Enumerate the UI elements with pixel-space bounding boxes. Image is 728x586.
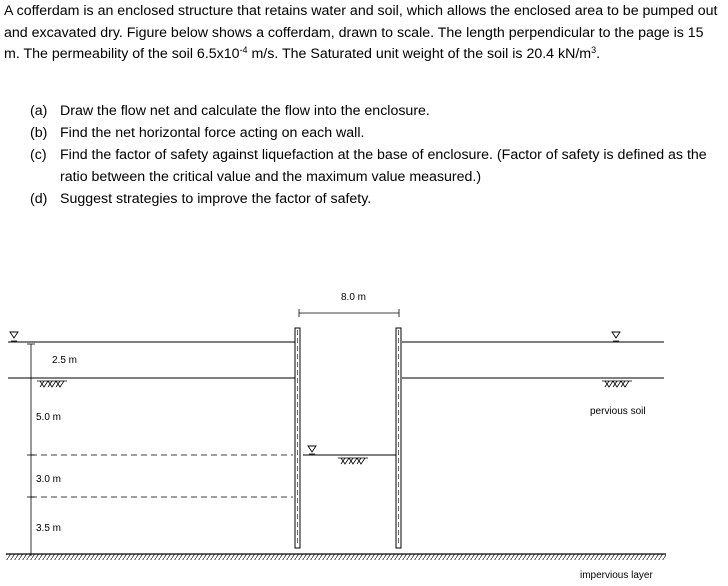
soil-label: pervious soil (590, 406, 646, 417)
base-label: impervious layer (580, 570, 653, 581)
intro-text-1: A cofferdam is an enclosed structure tha… (4, 3, 718, 62)
question-text: Draw the flow net and calculate the flow… (60, 103, 430, 119)
dim-label-water-depth: 2.5 m (52, 355, 77, 366)
left-sheet-pile (294, 327, 301, 549)
problem-statement: A cofferdam is an enclosed structure tha… (4, 1, 720, 66)
question-list: (a) Draw the flow net and calculate the f… (30, 100, 724, 210)
unit-exponent: 3 (591, 45, 597, 55)
question-text: Find the factor of safety against liquef… (60, 147, 707, 185)
impervious-layer (6, 553, 666, 560)
question-item: (b) Find the net horizontal force acting … (30, 122, 724, 144)
question-text: Suggest strategies to improve the factor… (60, 191, 372, 207)
water-level-icon (9, 331, 19, 342)
water-level-icon (611, 331, 621, 342)
dim-label-excavation-depth: 5.0 m (36, 412, 61, 423)
soil-symbol-icon (338, 457, 368, 465)
permeability-exponent: -4 (239, 45, 248, 55)
right-sheet-pile (395, 327, 402, 549)
soil-symbol-icon (602, 380, 632, 388)
question-item: (a) Draw the flow net and calculate the f… (30, 100, 724, 122)
question-label: (c) (30, 147, 47, 163)
question-label: (d) (30, 191, 48, 207)
intro-text-end: . (596, 46, 601, 62)
question-text: Find the net horizontal force acting on … (60, 125, 365, 141)
dim-label-below-tip: 3.5 m (36, 523, 61, 534)
question-item: (c) Find the factor of safety against liq… (30, 144, 724, 188)
question-label: (b) (30, 125, 48, 141)
soil-symbol-icon (37, 380, 67, 388)
intro-text-2: m/s. The Saturated unit weight of the so… (247, 46, 592, 62)
dim-label-embedment: 3.0 m (36, 474, 61, 485)
question-item: (d) Suggest strategies to improve the fac… (30, 188, 724, 210)
width-dim-label: 8.0 m (341, 292, 366, 303)
water-level-icon (307, 445, 317, 455)
question-label: (a) (30, 103, 48, 119)
